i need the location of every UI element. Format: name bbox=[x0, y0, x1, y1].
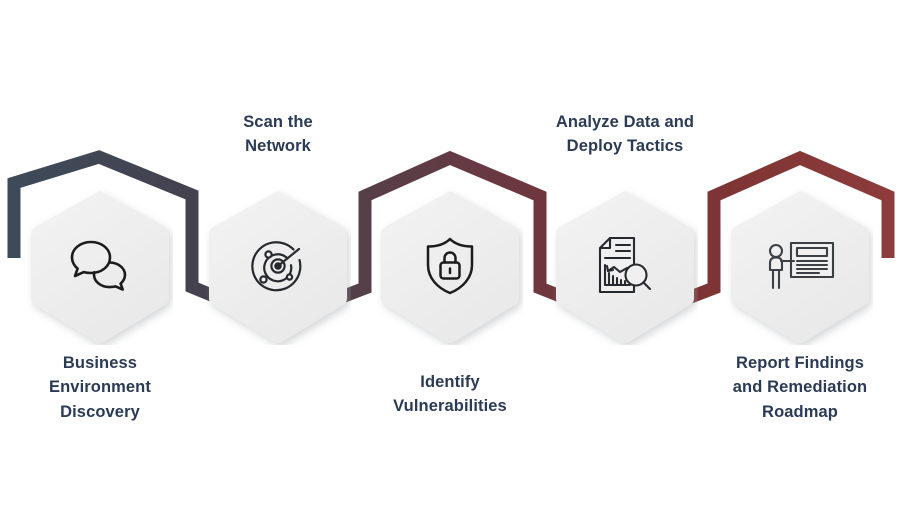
step-label-4: Analyze Data and Deploy Tactics bbox=[520, 110, 730, 159]
hexagon-shape-3 bbox=[381, 191, 519, 343]
presenter-board-icon bbox=[727, 187, 873, 345]
step-label-4-line-1: Analyze Data and bbox=[555, 113, 695, 131]
hexagon-shape-1 bbox=[31, 191, 169, 343]
step-node-1[interactable] bbox=[27, 187, 173, 345]
step-label-3-line-1: Identify bbox=[420, 373, 480, 391]
step-label-2-line-1: Scan the bbox=[243, 113, 313, 131]
document-chart-search-icon bbox=[552, 187, 698, 345]
step-node-3[interactable] bbox=[377, 187, 523, 345]
speech-bubbles-icon bbox=[27, 187, 173, 345]
step-label-3: Identify Vulnerabilities bbox=[345, 370, 555, 419]
radar-scan-icon bbox=[205, 187, 351, 345]
step-label-2-line-2: Network bbox=[245, 137, 311, 156]
shield-lock-icon bbox=[377, 187, 523, 345]
step-label-3-line-2: Vulnerabilities bbox=[393, 397, 507, 416]
step-label-2: Scan the Network bbox=[173, 110, 383, 159]
step-label-5-line-3: Roadmap bbox=[762, 402, 838, 421]
step-label-4-line-2: Deploy Tactics bbox=[566, 137, 684, 156]
step-node-5[interactable] bbox=[727, 187, 873, 345]
step-label-5-line-1: Report Findings bbox=[736, 354, 864, 372]
step-label-1: Business Environment Discovery bbox=[0, 351, 205, 424]
step-label-1-line-3: Discovery bbox=[60, 402, 140, 421]
step-node-2[interactable] bbox=[205, 187, 351, 345]
step-label-1-line-1: Business bbox=[62, 354, 138, 372]
step-label-5-line-2: and Remediation bbox=[732, 378, 868, 397]
step-node-4[interactable] bbox=[552, 187, 698, 345]
step-label-5: Report Findings and Remediation Roadmap bbox=[695, 351, 900, 424]
step-label-1-line-2: Environment bbox=[49, 378, 151, 397]
